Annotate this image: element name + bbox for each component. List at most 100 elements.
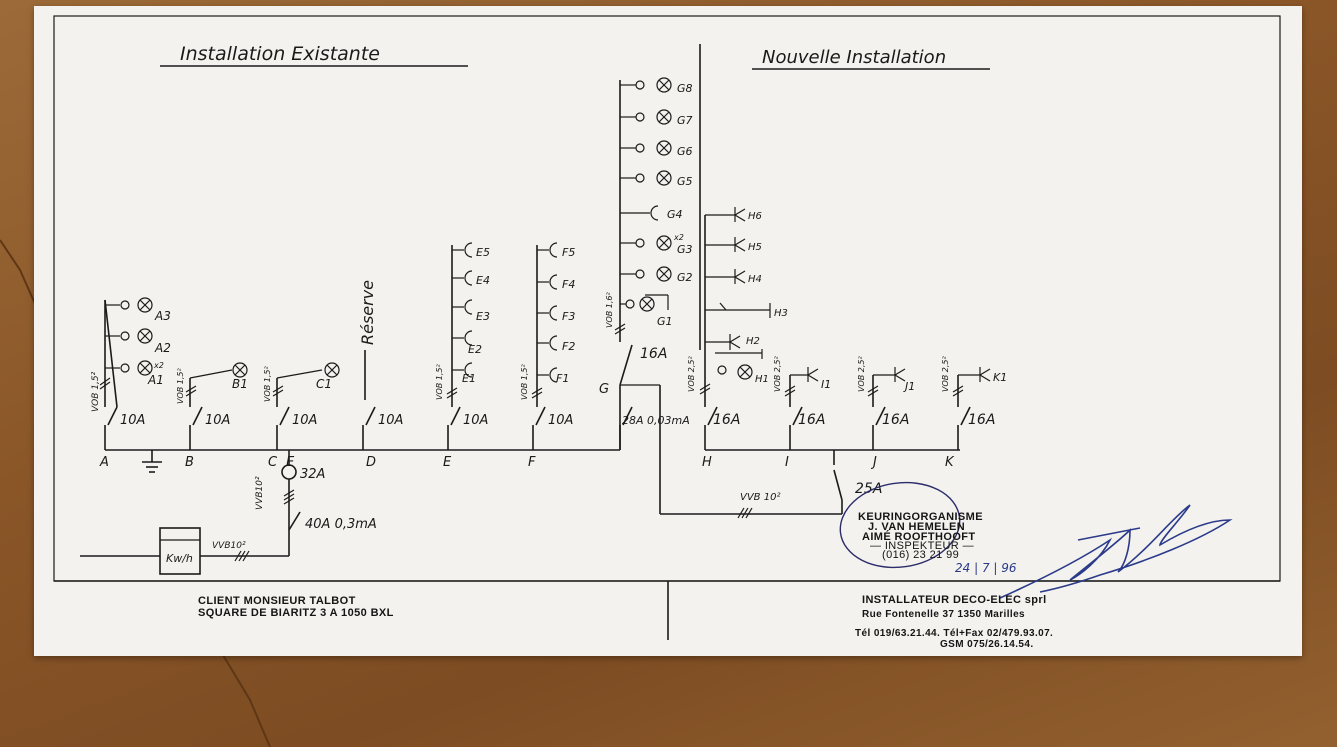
label-k1: K1 bbox=[993, 371, 1007, 384]
lamp-g1-icon bbox=[620, 294, 669, 312]
schematic-sheet bbox=[34, 6, 1302, 656]
label-h1: H1 bbox=[755, 374, 769, 385]
letter-h: H bbox=[702, 455, 712, 470]
cable-j: VOB 2,5² bbox=[857, 355, 866, 392]
label-a3: A3 bbox=[154, 309, 171, 323]
letter-i: I bbox=[785, 455, 789, 470]
lamp-g7-icon bbox=[620, 109, 672, 125]
label-e4: E4 bbox=[476, 274, 490, 287]
label-f4: F4 bbox=[562, 278, 575, 291]
breaker-d: 10A bbox=[378, 413, 403, 428]
kwh-meter-icon bbox=[159, 527, 201, 575]
heading-new: Nouvelle Installation bbox=[762, 47, 946, 68]
label-e2: E2 bbox=[468, 343, 482, 356]
letter-b: B bbox=[185, 455, 194, 470]
new-feed-breaker: 25A bbox=[855, 481, 882, 497]
circuit-f-feeder bbox=[531, 242, 558, 407]
client-line2: SQUARE DE BIARITZ 3 A 1050 BXL bbox=[198, 607, 394, 619]
circuit-h-feeder bbox=[699, 207, 771, 407]
inspection-stamp bbox=[839, 481, 961, 569]
label-h2: H2 bbox=[746, 336, 760, 347]
circuit-k-feeder bbox=[952, 367, 991, 407]
letter-f: F bbox=[528, 455, 536, 470]
label-b1: B1 bbox=[232, 377, 248, 391]
installer-line1: INSTALLATEUR DECO-ELEC sprl bbox=[862, 594, 1047, 606]
lamp-g3-icon bbox=[620, 235, 672, 251]
label-g2: G2 bbox=[677, 271, 693, 284]
breaker-g: 16A bbox=[640, 346, 667, 362]
installer-line3: Tél 019/63.21.44. Tél+Fax 02/479.93.07. bbox=[855, 628, 1053, 639]
breaker-k: 16A bbox=[968, 412, 995, 428]
lamp-g5-icon bbox=[620, 170, 672, 186]
stamp-line1: KEURINGORGANISME bbox=[858, 511, 983, 523]
new-feed-line bbox=[659, 385, 843, 519]
label-f5: F5 bbox=[562, 246, 575, 259]
lamp-g6-icon bbox=[620, 140, 672, 156]
cable-i: VOB 2,5² bbox=[773, 355, 782, 392]
main-supply-line bbox=[80, 450, 301, 562]
stamp-line4: — INSPEKTEUR — bbox=[870, 540, 974, 552]
earth-ground-icon bbox=[142, 450, 162, 473]
new-feed-cable: VVB 10² bbox=[740, 492, 780, 503]
heading-existing: Installation Existante bbox=[180, 43, 380, 65]
label-g3: G3 bbox=[677, 243, 693, 256]
label-g8: G8 bbox=[677, 82, 693, 95]
label-i1: I1 bbox=[821, 378, 831, 391]
breaker-c: 10A bbox=[292, 413, 317, 428]
breaker-e: 10A bbox=[463, 413, 488, 428]
breaker-a: 10A bbox=[120, 413, 145, 428]
lamp-a2-icon bbox=[120, 328, 153, 344]
label-h3: H3 bbox=[774, 308, 788, 319]
installer-line2: Rue Fontenelle 37 1350 Marilles bbox=[862, 609, 1025, 620]
main-fuse-icon bbox=[281, 464, 297, 480]
label-a1: A1 bbox=[147, 373, 164, 387]
stamp-line3: AIMÉ ROOFTHOOFT bbox=[862, 530, 976, 543]
lamp-g8-icon bbox=[620, 77, 672, 93]
label-g5: G5 bbox=[677, 175, 693, 188]
letter-g: G bbox=[599, 382, 609, 397]
breaker-column-new bbox=[704, 406, 971, 450]
letter-d: D bbox=[366, 455, 376, 470]
circuit-i-feeder bbox=[784, 367, 819, 407]
letter-j: J bbox=[870, 455, 877, 470]
cable-c: VOB 1,5² bbox=[263, 365, 272, 402]
label-e1: E1 bbox=[462, 372, 476, 385]
lamp-g2-icon bbox=[620, 266, 672, 282]
lamp-a3-icon bbox=[120, 297, 153, 313]
label-f2: F2 bbox=[562, 340, 575, 353]
main-fuse: 32A bbox=[300, 467, 325, 482]
lamp-g3-note: x2 bbox=[673, 233, 684, 242]
cable-f: VOB 1,5² bbox=[520, 363, 529, 400]
breaker-f: 10A bbox=[548, 413, 573, 428]
client-line1: CLIENT MONSIEUR TALBOT bbox=[198, 595, 356, 607]
signature bbox=[999, 504, 1233, 599]
cable-a: VOB 1,5² bbox=[91, 371, 101, 412]
label-c1: C1 bbox=[316, 377, 332, 391]
handwritten-date: 24 | 7 | 96 bbox=[955, 561, 1017, 575]
label-h4: H4 bbox=[748, 274, 762, 285]
main-breaker: 40A 0,3mA bbox=[305, 517, 377, 532]
label-f3: F3 bbox=[562, 310, 575, 323]
label-f1: F1 bbox=[556, 372, 569, 385]
letter-c: C bbox=[268, 455, 278, 470]
circuit-c-feeder bbox=[272, 369, 323, 407]
drawing-border bbox=[53, 15, 1281, 582]
circuit-j-feeder bbox=[867, 367, 906, 407]
letter-a: A bbox=[99, 455, 109, 470]
lamp-c1-icon bbox=[324, 362, 340, 378]
letter-e: E bbox=[443, 455, 452, 470]
breaker-h: 16A bbox=[713, 412, 740, 428]
stamp-line5: (016) 23 21 99 bbox=[882, 549, 959, 561]
installer-line4: GSM 075/26.14.54. bbox=[940, 639, 1034, 650]
lamp-a1-icon bbox=[120, 360, 153, 376]
stamp-line2: J. VAN HEMELEN bbox=[868, 521, 965, 533]
cable-k: VOB 2,5² bbox=[941, 355, 950, 392]
main-cable: VVB10² bbox=[255, 476, 265, 510]
breaker-j: 16A bbox=[882, 412, 909, 428]
circuit-a-feeder bbox=[99, 299, 120, 408]
meter-label: Kw/h bbox=[166, 552, 193, 565]
cable-h: VOB 2,5² bbox=[687, 355, 696, 392]
label-g4: G4 bbox=[667, 208, 683, 221]
lamp-h1-icon bbox=[717, 364, 753, 380]
letter-junction: E bbox=[286, 455, 295, 470]
